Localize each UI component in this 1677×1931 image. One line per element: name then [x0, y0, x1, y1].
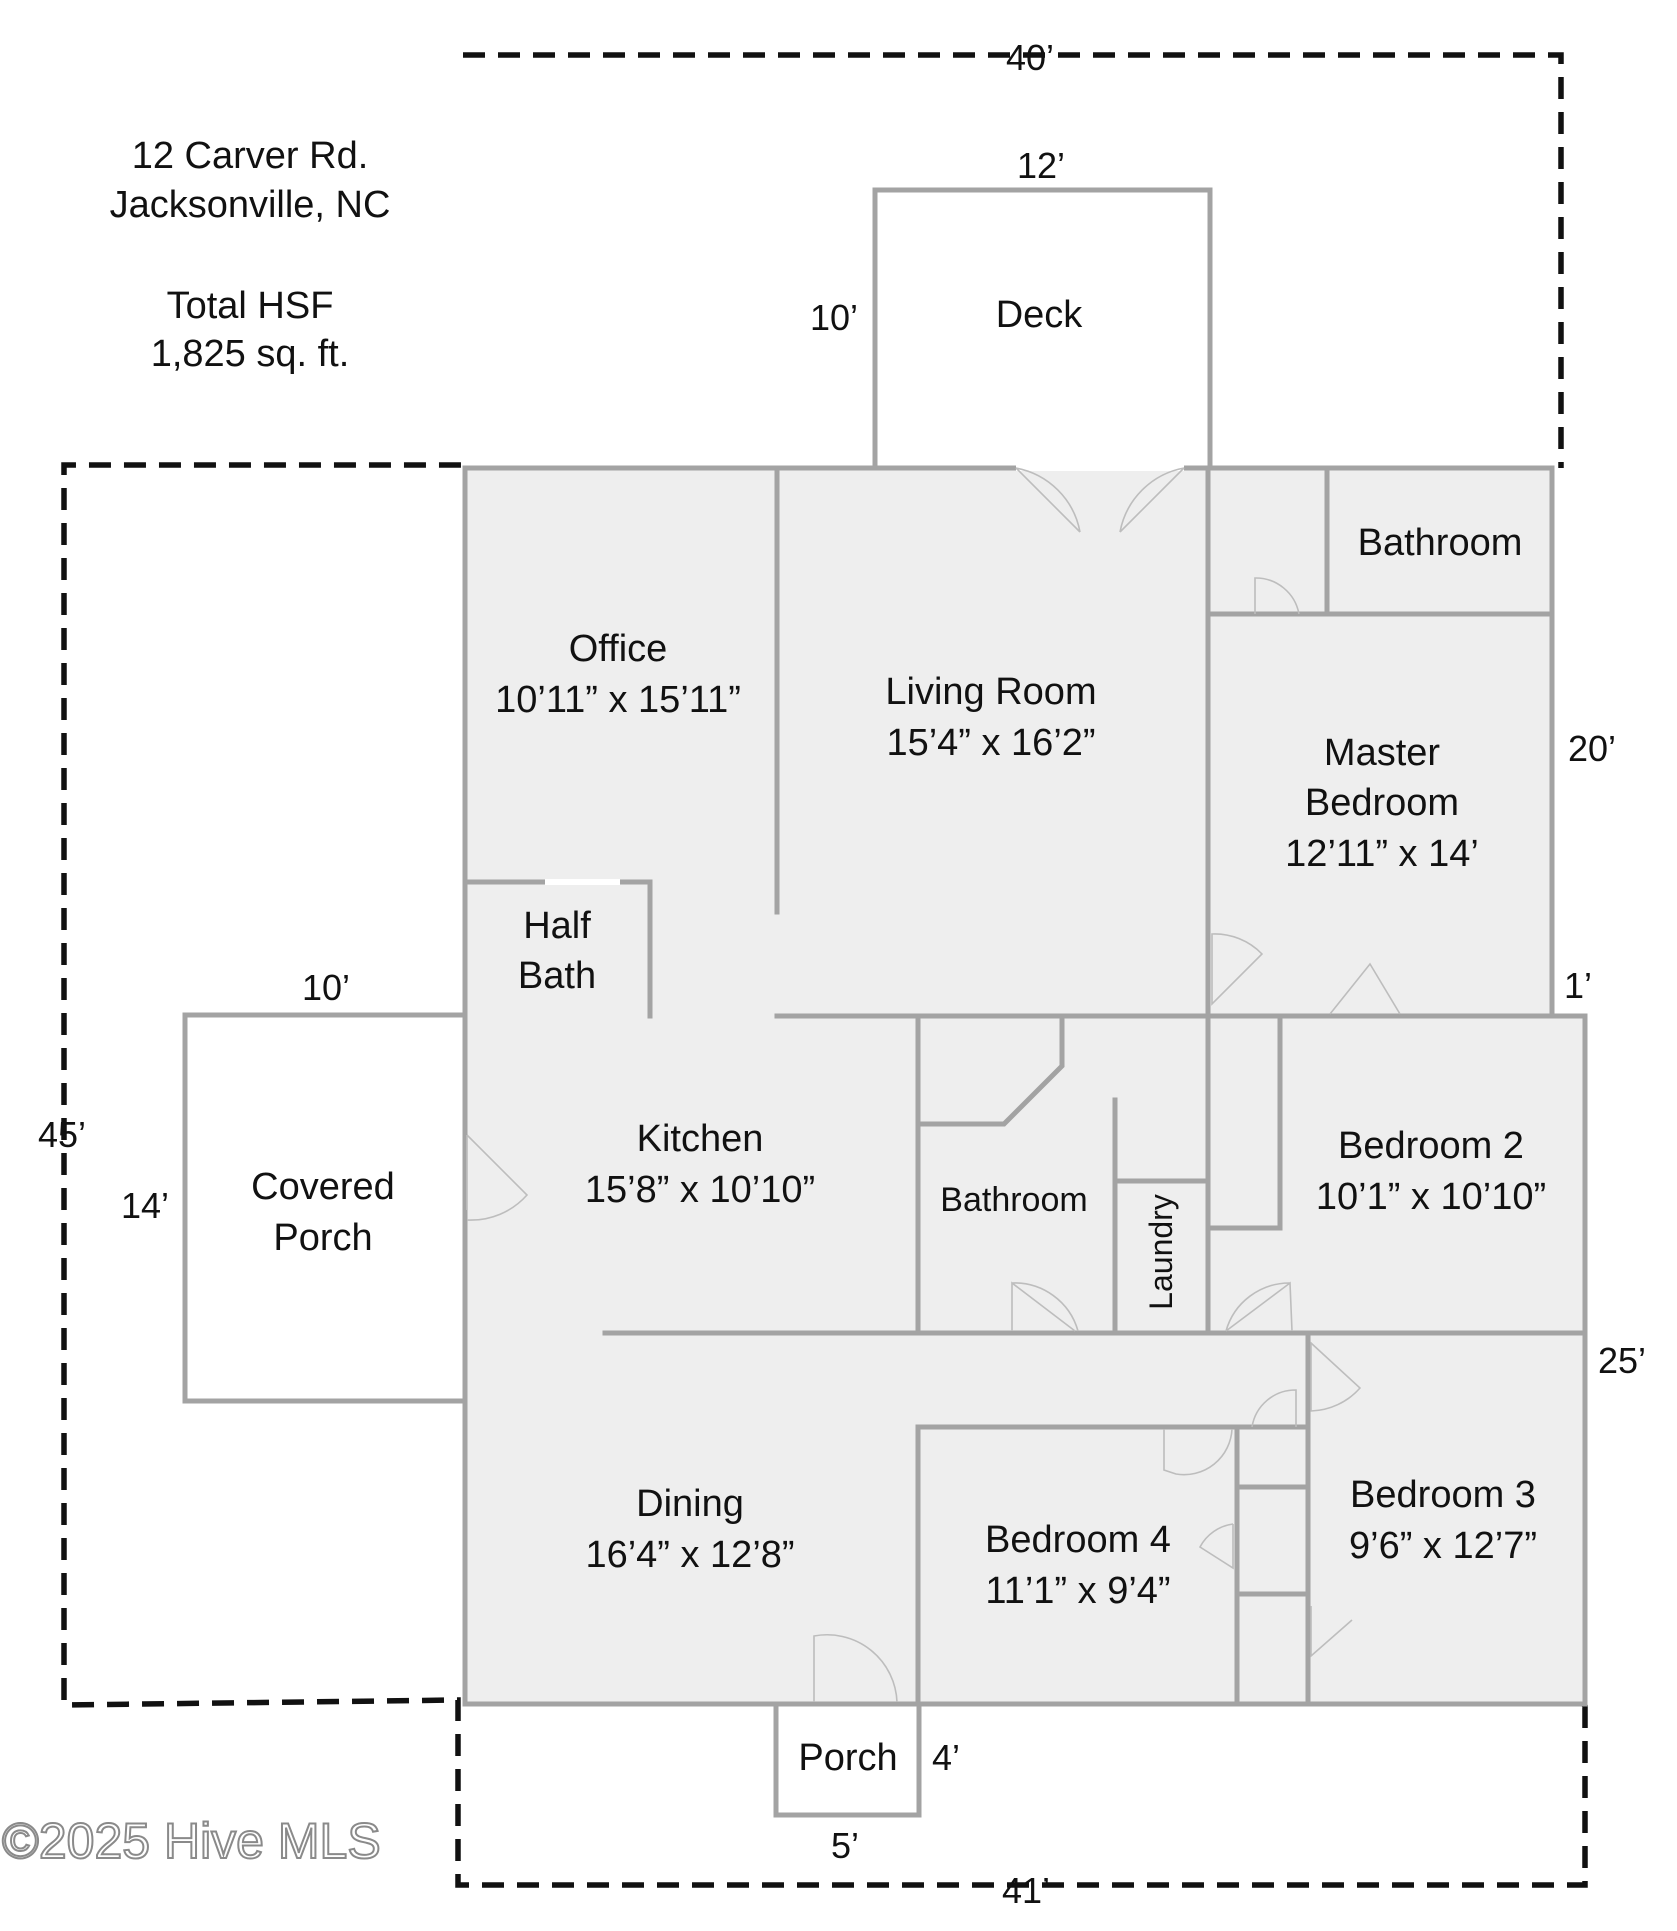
covered-porch-outline [182, 1012, 468, 1404]
address-line-2: Jacksonville, NC [110, 184, 391, 226]
dining-name: Dining [636, 1483, 744, 1525]
dim-left-height: 45’ [38, 1114, 86, 1155]
living-room-size: 15’4” x 16’2” [886, 722, 1095, 764]
bedroom-3-name: Bedroom 3 [1350, 1474, 1536, 1516]
dim-deck-width: 12’ [1017, 145, 1065, 186]
bedroom-4-size: 11’1” x 9’4” [985, 1570, 1170, 1612]
office-name: Office [569, 628, 668, 670]
dim-top-width: 40’ [1006, 37, 1054, 78]
bedroom-3-size: 9’6” x 12’7” [1349, 1525, 1537, 1567]
area-title: Total HSF [167, 285, 334, 327]
dim-right-lower: 25’ [1598, 1340, 1646, 1381]
walls [462, 465, 1588, 1707]
living-room-name: Living Room [885, 671, 1096, 713]
master-bedroom-size: 12’11” x 14’ [1285, 833, 1479, 875]
watermark: ©2025 Hive MLS [2, 1813, 381, 1869]
address-line-1: 12 Carver Rd. [132, 135, 369, 177]
property-boundary [61, 52, 1588, 1888]
master-bath-label: Bathroom [1358, 522, 1523, 564]
dim-front-porch-width: 5’ [831, 1825, 859, 1866]
front-porch-outline [773, 1701, 922, 1818]
kitchen-size: 15’8” x 10’10” [585, 1169, 815, 1211]
dim-bottom-width: 41’ [1002, 1870, 1050, 1911]
area-value: 1,825 sq. ft. [151, 333, 350, 375]
floor-fill [465, 470, 1585, 1705]
office-size: 10’11” x 15’11” [495, 679, 741, 721]
bedroom-4-name: Bedroom 4 [985, 1519, 1171, 1561]
master-bedroom-line-2: Bedroom [1305, 782, 1459, 824]
deck-label: Deck [996, 294, 1084, 336]
dim-porch-depth: 14’ [121, 1185, 169, 1226]
bedroom-2-size: 10’1” x 10’10” [1316, 1176, 1546, 1218]
dim-right-upper: 20’ [1568, 728, 1616, 769]
half-bath-line-1: Half [523, 905, 591, 947]
covered-porch-line-1: Covered [251, 1166, 395, 1208]
dim-porch-width: 10’ [302, 967, 350, 1008]
covered-porch-line-2: Porch [273, 1217, 372, 1259]
bedroom-2-name: Bedroom 2 [1338, 1125, 1524, 1167]
master-bedroom-line-1: Master [1324, 732, 1440, 774]
doors [466, 465, 1401, 1703]
porch-label: Porch [798, 1737, 897, 1779]
dining-size: 16’4” x 12’8” [585, 1534, 794, 1576]
half-bath-line-2: Bath [518, 955, 596, 997]
dim-right-step: 1’ [1564, 965, 1592, 1006]
hall-bath-label: Bathroom [940, 1181, 1087, 1219]
dim-deck-depth: 10’ [810, 297, 858, 338]
dim-front-porch-depth: 4’ [932, 1737, 960, 1778]
laundry-label: Laundry [1143, 1194, 1179, 1310]
kitchen-name: Kitchen [637, 1118, 764, 1160]
